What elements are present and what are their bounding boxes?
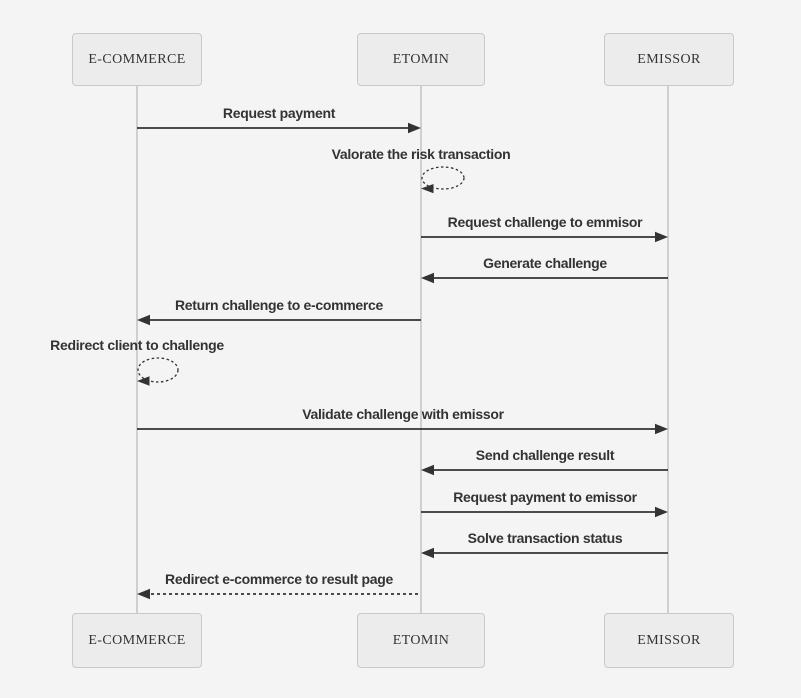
arrowhead-right-icon	[655, 506, 668, 518]
actor-label: E-COMMERCE	[88, 632, 186, 648]
arrow-request-payment-emissor	[421, 506, 668, 518]
self-loop-ellipse	[137, 357, 179, 383]
actor-label: EMISSOR	[637, 51, 701, 67]
arrowhead-left-icon	[137, 376, 150, 386]
self-loop-redirect-client	[137, 357, 179, 386]
actor-box-etomin-top: ETOMIN	[357, 33, 485, 86]
message-label-valorate-risk: Valorate the risk transaction	[331, 146, 511, 162]
actor-label: ETOMIN	[392, 632, 450, 648]
self-loop-valorate-risk	[421, 166, 465, 194]
arrowhead-right-icon	[655, 423, 668, 435]
arrow-generate-challenge	[421, 272, 668, 284]
arrow-request-challenge	[421, 231, 668, 243]
self-loop-ellipse	[421, 166, 465, 190]
actor-box-e-commerce-bottom: E-COMMERCE	[72, 613, 202, 668]
actor-box-emissor-bottom: EMISSOR	[604, 613, 734, 668]
arrowhead-left-icon	[421, 184, 434, 194]
message-label-request-payment-emissor: Request payment to emissor	[453, 489, 637, 505]
message-label-validate-challenge: Validate challenge with emissor	[302, 406, 504, 422]
actor-label: EMISSOR	[637, 632, 701, 648]
arrow-request-payment	[137, 122, 421, 134]
actor-box-e-commerce-top: E-COMMERCE	[72, 33, 202, 86]
arrow-return-challenge	[137, 314, 421, 326]
message-label-send-challenge-result: Send challenge result	[475, 447, 615, 463]
arrowhead-left-icon	[137, 588, 150, 600]
actor-label: E-COMMERCE	[88, 51, 186, 67]
message-label-solve-transaction-status: Solve transaction status	[467, 530, 623, 546]
arrow-solve-transaction-status	[421, 547, 668, 559]
arrowhead-left-icon	[137, 314, 150, 326]
arrow-validate-challenge	[137, 423, 668, 435]
message-label-redirect-result-page: Redirect e-commerce to result page	[165, 571, 393, 587]
arrowhead-right-icon	[408, 122, 421, 134]
arrowhead-left-icon	[421, 547, 434, 559]
message-label-return-challenge: Return challenge to e-commerce	[174, 297, 384, 313]
message-label-request-payment: Request payment	[222, 105, 336, 121]
message-label-generate-challenge: Generate challenge	[483, 255, 607, 271]
arrowhead-left-icon	[421, 464, 434, 476]
message-label-request-challenge: Request challenge to emmisor	[447, 214, 643, 230]
arrowhead-left-icon	[421, 272, 434, 284]
actor-label: ETOMIN	[392, 51, 450, 67]
arrow-redirect-result-page	[137, 588, 421, 600]
message-label-redirect-client: Redirect client to challenge	[50, 337, 224, 353]
arrow-send-challenge-result	[421, 464, 668, 476]
actor-box-emissor-top: EMISSOR	[604, 33, 734, 86]
actor-box-etomin-bottom: ETOMIN	[357, 613, 485, 668]
arrowhead-right-icon	[655, 231, 668, 243]
